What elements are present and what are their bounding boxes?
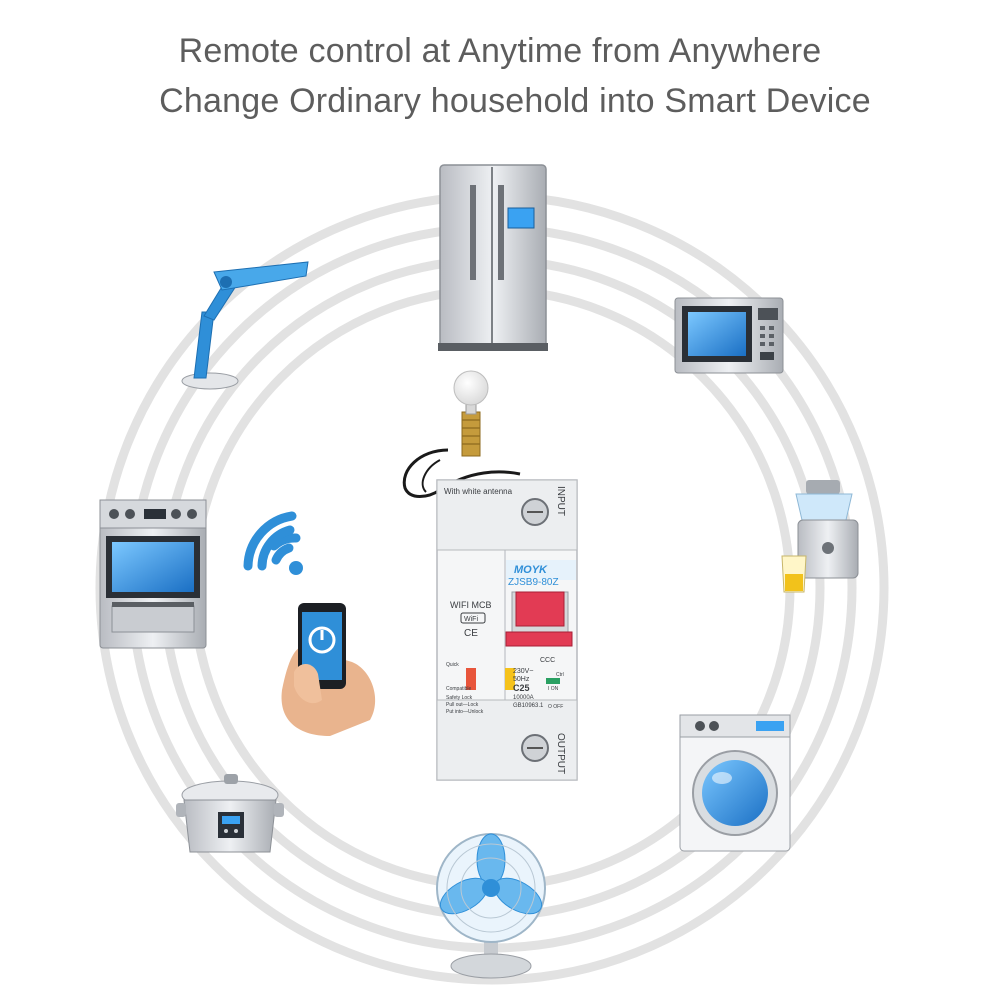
headline-line-2: Change Ordinary household into Smart Dev… — [159, 82, 871, 120]
headline-line-1: Remote control at Anytime from Anywhere — [178, 32, 822, 70]
capacity-label: 10000A — [513, 695, 534, 701]
ctrl-mark: Ctrl — [556, 672, 564, 678]
quick-label: Quick — [446, 662, 459, 668]
wifi-icon — [243, 511, 303, 575]
safety-lock-label: Safety Lock — [446, 695, 473, 701]
fan-icon — [436, 833, 546, 979]
microwave-icon — [674, 297, 784, 374]
frequency-label: 50Hz — [513, 676, 530, 683]
ccc-mark: CCC — [540, 657, 555, 664]
wifi-badge: WiFi — [464, 616, 478, 623]
phone-in-hand-icon — [281, 603, 376, 736]
pull-out-label: Pull out—Lock — [446, 702, 479, 708]
standard-label: GB10963.1 — [513, 703, 544, 709]
brand-logo: MOYK — [514, 564, 548, 576]
ce-mark: CE — [464, 628, 478, 639]
oven-icon — [99, 499, 207, 649]
fridge-icon — [438, 164, 548, 351]
rating-label: C25 — [513, 683, 530, 693]
mcb-breaker: With white antenna INPUT OUTPUT MOYK ZJS… — [436, 479, 578, 781]
input-label: INPUT — [555, 486, 566, 516]
lamp-icon — [181, 261, 309, 390]
on-mark: I ON — [548, 686, 559, 692]
output-label: OUTPUT — [555, 733, 566, 774]
wifi-mcb-label: WIFI MCB — [450, 600, 492, 610]
off-mark: O OFF — [548, 704, 563, 710]
rice-cooker-icon — [176, 774, 284, 853]
antenna — [402, 370, 521, 498]
compatible-label: Compatible — [446, 686, 472, 692]
washer-icon — [679, 714, 791, 852]
juicer-icon — [781, 480, 859, 593]
voltage-label: 230V~ — [513, 668, 533, 675]
antenna-note: With white antenna — [444, 487, 513, 496]
put-into-label: Put into—Unlock — [446, 709, 484, 715]
model-label: ZJSB9-80Z — [508, 577, 559, 588]
